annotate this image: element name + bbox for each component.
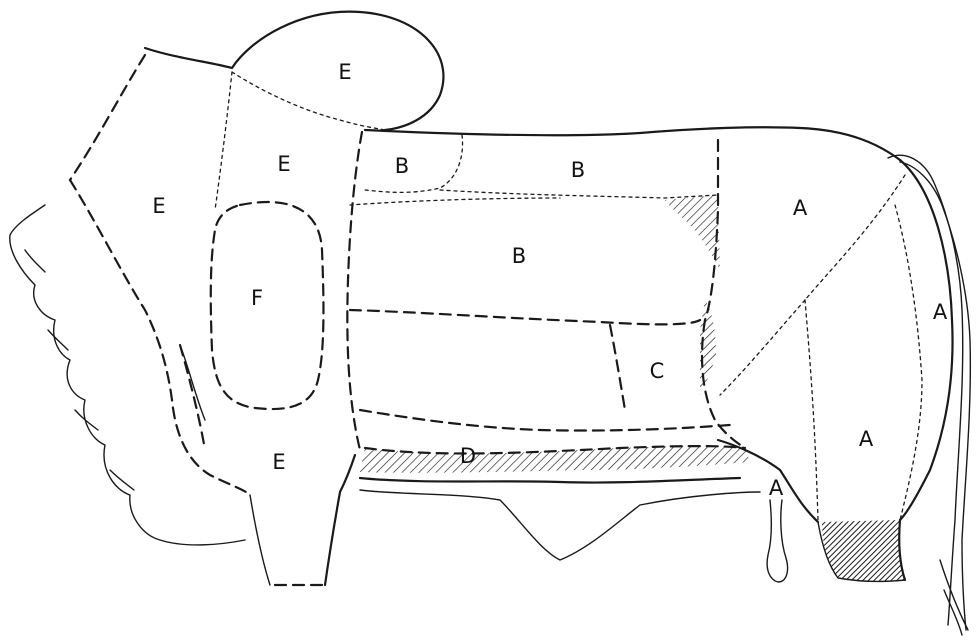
label-a-thigh-mid: A xyxy=(859,427,874,451)
label-a-tail-edge: A xyxy=(933,300,948,324)
label-a-thigh-low: A xyxy=(769,476,784,500)
label-e-foreleg: E xyxy=(272,450,285,474)
label-b-upper-small: B xyxy=(395,154,409,178)
cut-lines xyxy=(70,55,745,495)
label-e-hump: E xyxy=(338,60,351,84)
label-d-belly: D xyxy=(460,444,476,468)
label-c-flank: C xyxy=(650,359,665,383)
hatched-areas xyxy=(360,195,905,581)
label-b-upper: B xyxy=(571,158,585,182)
label-e-dewlap: E xyxy=(152,194,165,218)
label-b-middle: B xyxy=(512,244,526,268)
dewlap-folds xyxy=(10,205,245,545)
cut-labels: E E E E F B B B D C A A A A xyxy=(152,60,947,500)
label-f-shoulder: F xyxy=(251,286,263,310)
label-e-neck: E xyxy=(277,152,290,176)
label-a-rump-top: A xyxy=(793,196,808,220)
